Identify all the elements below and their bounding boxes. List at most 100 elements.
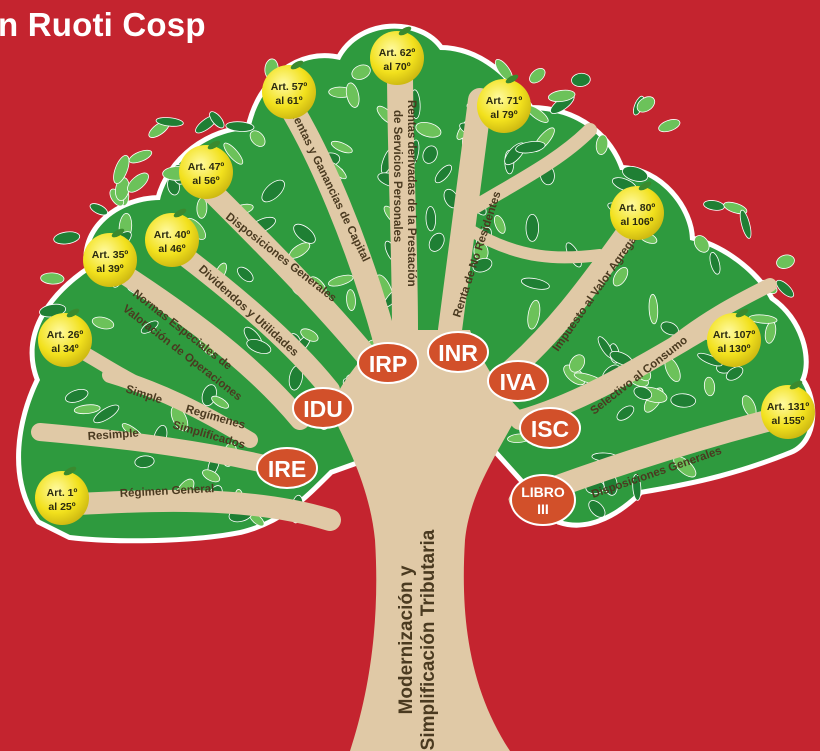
tax-inr: INR (427, 331, 489, 373)
leaf (134, 455, 155, 468)
apple-leaf (505, 74, 519, 84)
label-resimple: Resimple (87, 427, 139, 443)
label-rentas-servicios-line1: Rentas derivadas de la Prestación (405, 100, 417, 287)
leaf (520, 277, 550, 290)
leaf (525, 213, 539, 242)
apple-line2: al 39º (96, 263, 123, 275)
leaf (548, 89, 576, 103)
leaf (65, 388, 89, 403)
leaf (155, 117, 184, 127)
leaf (73, 404, 101, 415)
apple-line2: al 130º (717, 343, 750, 355)
leaf (571, 72, 591, 87)
apple-body (145, 213, 199, 267)
leaf (658, 119, 681, 133)
leaf (703, 200, 725, 211)
leaf (515, 140, 546, 154)
apple-leaf (173, 208, 187, 218)
apple-leaf (207, 140, 221, 150)
leaf (422, 145, 438, 164)
leaf (346, 289, 356, 311)
leaf (293, 223, 316, 244)
leaf (300, 328, 319, 342)
leaf (425, 206, 437, 232)
apple-leaf (66, 308, 80, 318)
leaf (632, 474, 642, 501)
leaf (595, 134, 609, 155)
apple-line1: Art. 1º (47, 487, 78, 499)
leaf (351, 64, 371, 80)
leaf (89, 203, 108, 216)
leaf (249, 130, 266, 147)
apple-line2: al 25º (48, 501, 75, 513)
leaf (225, 121, 255, 132)
apple-line2: al 70º (383, 61, 410, 73)
tree-trunk (330, 330, 520, 751)
apple-leaf (398, 26, 412, 36)
branch-disp-left (194, 174, 381, 371)
apple-line2: al 46º (158, 243, 185, 255)
apple-line1: Art. 35º (92, 249, 129, 261)
apple-art-71: Art. 71º al 79º (477, 74, 531, 133)
leaf (128, 149, 153, 164)
apple-line2: al 61º (275, 95, 302, 107)
apple-line1: Art. 62º (379, 47, 416, 59)
trunk-title: Modernización y Simplificación Tributari… (396, 529, 439, 750)
tax-irp-label: IRP (369, 351, 407, 377)
tax-libro-line2: III (537, 501, 549, 517)
leaf (211, 395, 229, 409)
apple-line2: al 34º (51, 343, 78, 355)
apple-leaf (63, 466, 77, 476)
leaf (493, 215, 506, 234)
tax-isc: ISC (519, 407, 581, 449)
tax-inr-label: INR (438, 340, 478, 366)
leaf (703, 376, 716, 397)
leaf (246, 339, 272, 354)
apple-art-40: Art. 40º al 46º (145, 208, 199, 267)
branch-no-res-fork (463, 123, 597, 217)
leaf (569, 354, 586, 373)
leaf (636, 96, 656, 113)
leaf (93, 404, 120, 424)
apple-body (38, 313, 92, 367)
branch-no-residentes (438, 88, 492, 342)
leaf (127, 172, 149, 193)
apple-line1: Art. 40º (154, 229, 191, 241)
leaf (670, 393, 696, 408)
apple-leaf (290, 60, 304, 70)
apple-line2: al 79º (490, 109, 517, 121)
apple-line1: Art. 57º (271, 81, 308, 93)
leaf (261, 179, 285, 203)
branch-rentas-servicios (387, 57, 418, 343)
branch-regimen-general (49, 489, 341, 531)
apple-art-62: Art. 62º al 70º (370, 26, 424, 85)
leaf (739, 209, 752, 239)
apple-leaf (111, 228, 125, 238)
tax-idu: IDU (292, 387, 354, 429)
tax-isc-label: ISC (531, 416, 569, 442)
apple-line1: Art. 71º (486, 95, 523, 107)
apple-art-57: Art. 57º al 61º (262, 60, 316, 119)
tax-libro-iii: LIBRO III (510, 474, 576, 526)
tax-idu-label: IDU (303, 396, 343, 422)
apple-body (610, 186, 664, 240)
leaf (527, 299, 541, 330)
apple-body (477, 79, 531, 133)
leaf (209, 111, 225, 129)
page-title: n Ruoti Cosp (0, 6, 206, 43)
leaf (633, 386, 653, 400)
tax-iva-label: IVA (500, 369, 537, 395)
apple-line2: al 155º (771, 415, 804, 427)
apple-leaf (735, 308, 749, 318)
apple-line2: al 106º (620, 216, 653, 228)
leaf (697, 352, 723, 367)
apple-line2: al 56º (192, 175, 219, 187)
leaf (725, 366, 744, 381)
apple-body (761, 385, 815, 439)
trunk-title-line1: Modernización y (396, 565, 417, 714)
apple-art-1: Art. 1º al 25º (35, 466, 89, 525)
